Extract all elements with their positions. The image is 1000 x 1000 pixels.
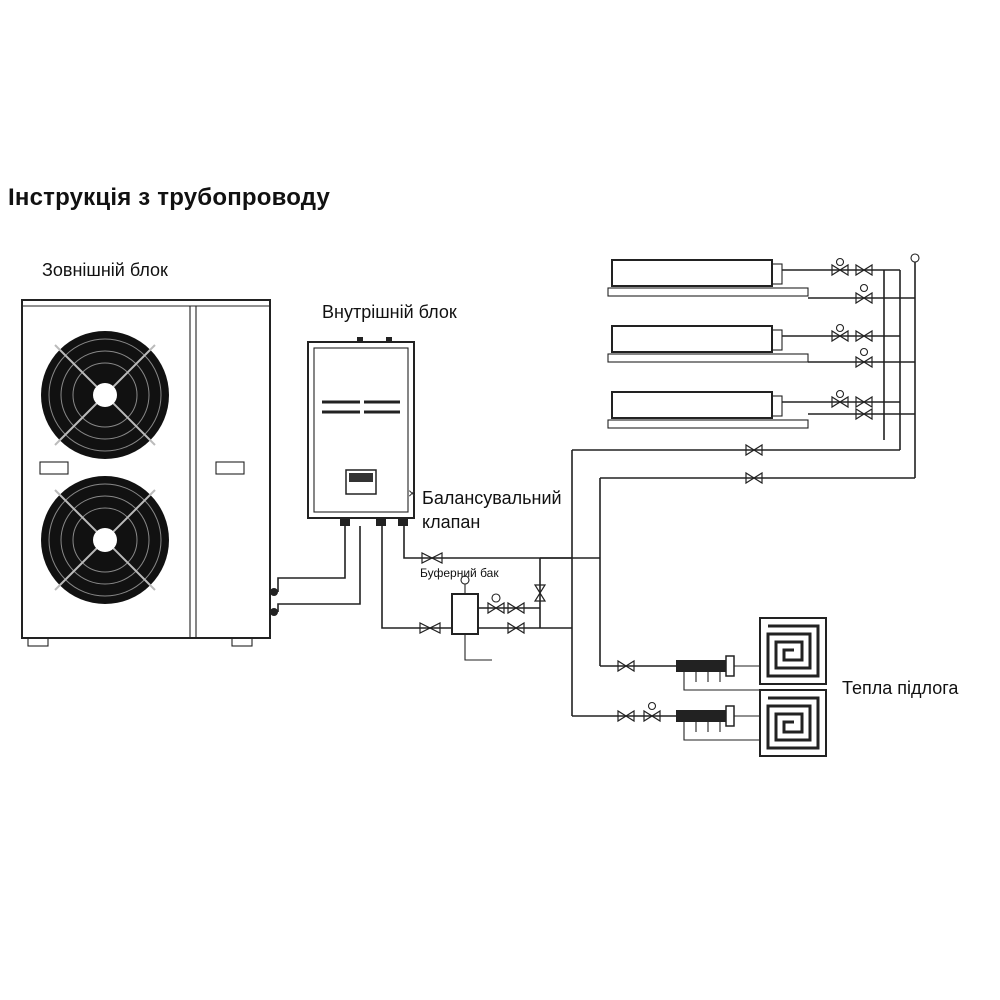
valve-icon	[643, 709, 661, 723]
valve-icon	[855, 407, 873, 421]
outdoor-unit	[21, 299, 278, 647]
gauge-icon	[835, 389, 845, 399]
fan-icon	[41, 331, 169, 459]
valve-icon	[419, 622, 441, 634]
indoor-unit	[307, 337, 415, 526]
valve-icon	[487, 601, 505, 615]
buffer-tank-label: Буферний бак	[420, 566, 499, 580]
floor-heating-label: Тепла підлога	[842, 678, 959, 698]
valve-icon	[745, 443, 763, 457]
gauge-icon	[835, 257, 845, 267]
valve-icon	[617, 709, 635, 723]
valve-icon	[831, 329, 849, 343]
valve-icon	[533, 584, 547, 602]
valve-icon	[745, 471, 763, 485]
fan-icon	[41, 476, 169, 604]
valve-icon	[855, 355, 873, 369]
valve-icon	[831, 395, 849, 409]
valve-icon	[855, 291, 873, 305]
page-title: Інструкція з трубопроводу	[8, 184, 331, 211]
manifold-icon	[676, 705, 760, 741]
outdoor-unit-label: Зовнішній блок	[42, 260, 168, 280]
indoor-unit-label: Внутрішній блок	[322, 302, 457, 322]
svg-text:×: ×	[408, 485, 416, 501]
manifold-icon	[676, 655, 760, 691]
gauge-icon	[859, 347, 869, 357]
gauge-icon	[491, 593, 501, 603]
floor-coil-icon	[759, 617, 827, 685]
gauge-icon	[647, 701, 657, 711]
fan-coil-unit-icon	[607, 325, 809, 363]
buffer-tank	[451, 575, 492, 661]
balance-valve-label: Балансувальний клапан	[422, 488, 562, 532]
valve-icon	[855, 395, 873, 409]
floor-coil-icon	[759, 689, 827, 757]
valve-icon	[855, 329, 873, 343]
gauge-icon	[859, 283, 869, 293]
valve-icon	[421, 552, 443, 564]
valve-icon	[507, 621, 525, 635]
fan-coil-unit-icon	[607, 259, 809, 297]
valve-icon	[855, 263, 873, 277]
valve-icon	[617, 659, 635, 673]
valve-icon	[507, 601, 525, 615]
fan-coil-unit-icon	[607, 391, 809, 429]
valve-icon	[831, 263, 849, 277]
gauge-icon	[835, 323, 845, 333]
